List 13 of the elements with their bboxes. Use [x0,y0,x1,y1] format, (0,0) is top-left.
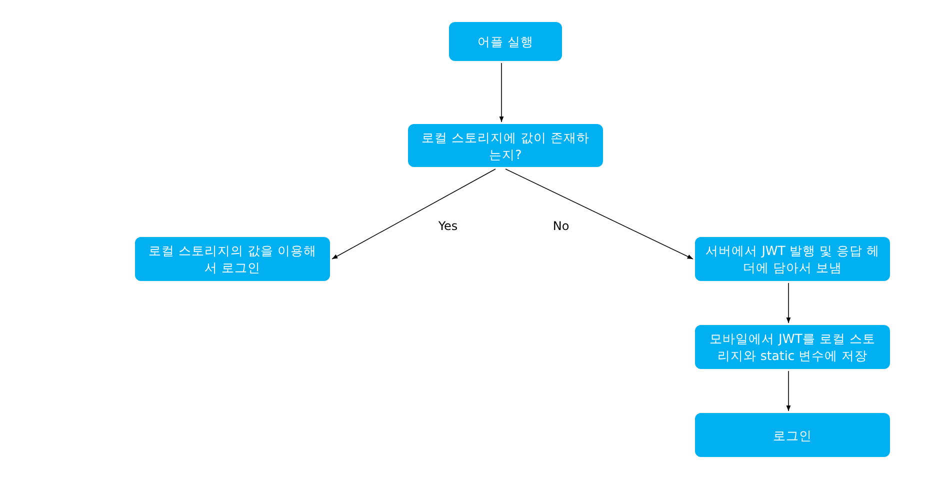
arrow [505,168,694,260]
edge-label: Yes [437,219,459,233]
arrow [786,282,791,324]
arrow [786,370,791,412]
arrow [499,62,504,122]
process-box: 모바일에서 JWT를 로컬 스토리지와 static 변수에 저장 [695,325,890,369]
process-box: 로그인 [695,413,890,457]
arrow [332,168,496,260]
process-box: 어플 실행 [449,22,562,61]
decision-box: 로컬 스토리지에 값이 존재하는지? [408,124,603,167]
edge-label: No [552,219,570,233]
process-box: 서버에서 JWT 발행 및 응답 헤더에 담아서 보냄 [695,237,890,281]
process-box: 로컬 스토리지의 값을 이용해서 로그인 [135,237,330,281]
